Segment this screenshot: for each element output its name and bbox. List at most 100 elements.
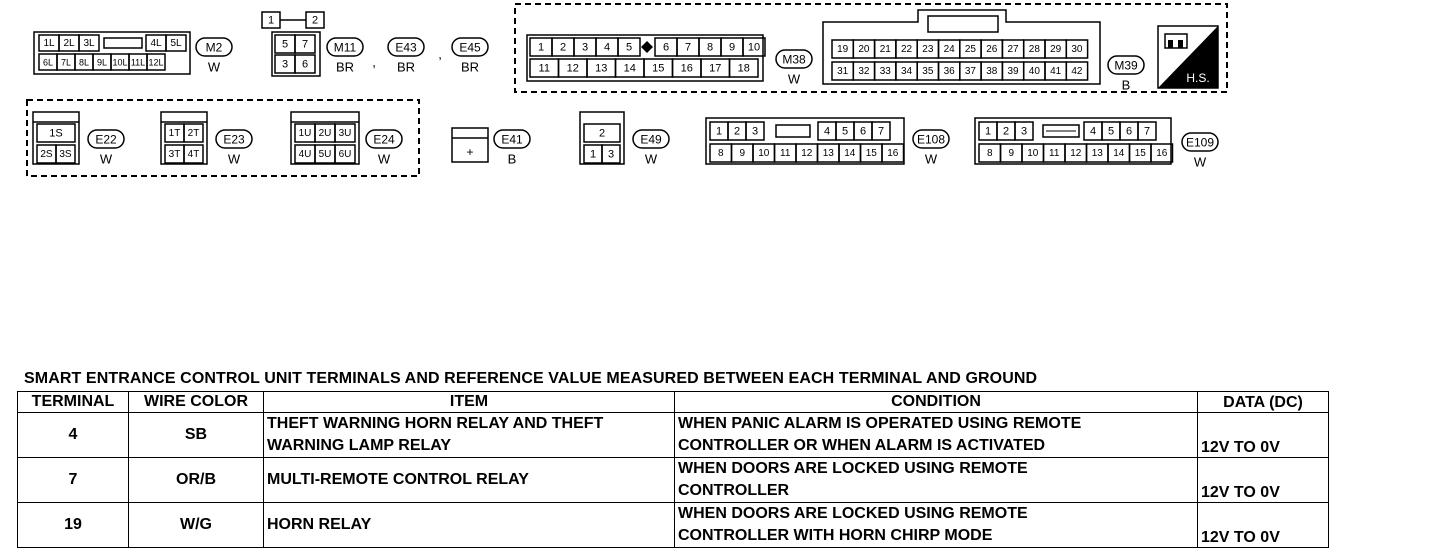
pin-label: 2 — [312, 15, 318, 27]
wire-color: BR — [336, 60, 354, 75]
pin-label: 3S — [59, 149, 72, 160]
pin-label: 31 — [837, 66, 849, 77]
index-diamond — [641, 41, 653, 53]
pin-label: 4 — [604, 42, 610, 54]
cell-condition: WHEN PANIC ALARM IS OPERATED USING REMOT… — [674, 412, 1198, 458]
connector-housing — [33, 31, 191, 75]
pin-label: 3 — [282, 59, 288, 71]
pin-cell — [294, 34, 316, 54]
pin-cell — [165, 34, 187, 52]
cell-data: 12V TO 0V — [1197, 457, 1329, 503]
pin-label: 7 — [1144, 126, 1150, 138]
header-condition: CONDITION — [674, 391, 1198, 413]
pin-label: 27 — [1007, 44, 1019, 55]
pin-label: 8 — [987, 148, 993, 159]
item-line: THEFT WARNING HORN RELAY AND THEFT — [267, 415, 604, 432]
pin-label: 5U — [319, 149, 332, 160]
separator: , — [372, 55, 376, 70]
wire-color: W — [1194, 155, 1207, 170]
pin-label: + — [466, 145, 473, 159]
connector-housing — [160, 111, 208, 165]
wire-color: W — [208, 60, 221, 75]
pin-label: 9L — [97, 58, 107, 68]
condition-line: WHEN DOORS ARE LOCKED USING REMOTE — [678, 460, 1028, 477]
pin-label: 3U — [339, 128, 352, 139]
wire-color: BR — [397, 60, 415, 75]
connector-tag — [326, 37, 364, 57]
separator: , — [438, 47, 442, 62]
pin-cell — [881, 143, 905, 163]
pin-label: 13 — [595, 63, 607, 75]
pin-label: 8 — [718, 148, 724, 159]
pin-cell — [617, 37, 641, 57]
connector-tag — [493, 129, 531, 149]
pin-label: 6L — [43, 58, 53, 68]
connector-tag — [912, 129, 950, 149]
pin-label: 4 — [824, 126, 830, 138]
hs-connector-icon — [1164, 33, 1188, 49]
pin-cell — [601, 144, 621, 164]
connector-tag — [387, 37, 425, 57]
pin-label: 21 — [880, 44, 892, 55]
table-row: 19 W/G HORN RELAY WHEN DOORS ARE LOCKED … — [17, 502, 1329, 548]
pin-cell — [583, 123, 621, 143]
pin-label: 40 — [1029, 66, 1041, 77]
key-slot — [103, 37, 143, 49]
pin-label: 3 — [752, 126, 758, 138]
pin-label: 1 — [538, 42, 544, 54]
condition-line: CONTROLLER — [678, 482, 790, 499]
cell-terminal: 19 — [17, 502, 129, 548]
connector-housing — [974, 117, 1172, 165]
connector-id: E41 — [501, 133, 523, 147]
pin-label: 26 — [986, 44, 998, 55]
pin-label: 2S — [40, 149, 53, 160]
pin-cell — [1065, 61, 1089, 81]
pin-cell — [36, 123, 76, 143]
pin-label: 13 — [1092, 148, 1104, 159]
connector-tag — [87, 129, 125, 149]
pin-cell — [1150, 143, 1174, 163]
connector-housing — [32, 111, 80, 165]
pin-cell — [334, 123, 356, 143]
pin-label: 10 — [1027, 148, 1039, 159]
pin-label: 4U — [299, 149, 312, 160]
pin-label: 11L — [131, 58, 145, 68]
connector-id: M39 — [1114, 59, 1138, 73]
pin-label: 2 — [734, 126, 740, 138]
pin-label: 6 — [1126, 126, 1132, 138]
pin-label: 22 — [901, 44, 913, 55]
pin-label: 35 — [922, 66, 934, 77]
connector-id: E108 — [917, 133, 945, 147]
pin-label: 13 — [823, 148, 835, 159]
item-line: MULTI-REMOTE CONTROL RELAY — [267, 471, 529, 488]
pin-label: 12 — [1070, 148, 1082, 159]
connector-housing — [579, 111, 625, 165]
connector-tag — [1181, 132, 1219, 152]
connector-tag — [215, 129, 253, 149]
cell-item: MULTI-REMOTE CONTROL RELAY — [263, 457, 675, 503]
connector-id: E23 — [223, 133, 245, 147]
pin-label: 12L — [148, 58, 163, 68]
pin-label: 16 — [1156, 148, 1168, 159]
pin-label: 3T — [169, 149, 181, 160]
wire-color: W — [378, 152, 391, 167]
pin-label: 9 — [739, 148, 745, 159]
pin-cell — [55, 144, 76, 164]
pin-label: 12 — [567, 63, 579, 75]
cell-condition: WHEN DOORS ARE LOCKED USING REMOTE CONTR… — [674, 502, 1198, 548]
pin-label: 9 — [729, 42, 735, 54]
pin-label: 36 — [944, 66, 956, 77]
pin-label: 42 — [1071, 66, 1083, 77]
table-header-row: TERMINAL WIRE COLOR ITEM CONDITION DATA … — [17, 391, 1329, 413]
pin-label: 8 — [707, 42, 713, 54]
hs-label: H.S. — [1186, 71, 1209, 85]
pin-label: 17 — [709, 63, 721, 75]
connector-tag — [1107, 55, 1145, 75]
pin-label: 11 — [1049, 148, 1060, 159]
cell-condition: WHEN DOORS ARE LOCKED USING REMOTE CONTR… — [674, 457, 1198, 503]
table-row: 4 SB THEFT WARNING HORN RELAY AND THEFT … — [17, 412, 1329, 458]
pin-label: 7 — [878, 126, 884, 138]
pin-label: 4L — [150, 38, 162, 49]
pin-cell — [745, 121, 765, 141]
pin-label: 6 — [663, 42, 669, 54]
